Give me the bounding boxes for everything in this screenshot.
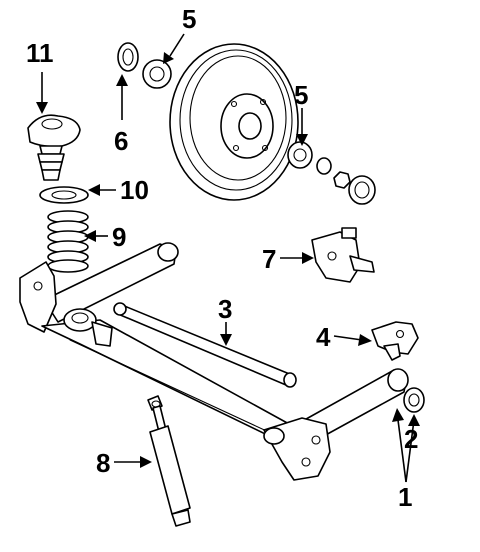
spindle-nut [333,171,351,189]
brake-drum [169,43,299,201]
callout-3: 3 [218,294,232,324]
part-8-shock-absorber [147,395,191,527]
callout-10: 10 [120,175,149,205]
callout-5-lower: 5 [294,80,308,110]
dust-cap [348,175,376,205]
part-5-outer-bearing [287,141,313,169]
part-7-spindle [311,227,375,283]
part-4-bracket [371,321,419,361]
callout-5-upper: 5 [182,4,196,34]
callout-2: 2 [404,424,418,454]
part-10-spring-seat [39,186,89,204]
callout-7: 7 [262,244,276,274]
part-2-bushing [403,387,425,413]
leader-lines [36,33,420,483]
part-5-inner-bearing [142,59,172,89]
washer [316,157,332,175]
part-3-track-bar [113,302,297,388]
part-6-grease-seal [117,42,139,72]
part-11-jounce-bumper [27,114,81,181]
rear-axle-assembly [19,242,409,481]
callout-4: 4 [316,322,331,352]
callout-8: 8 [96,448,110,478]
callout-1: 1 [398,482,412,512]
callout-11: 11 [26,38,54,68]
callout-9: 9 [112,222,126,252]
callout-6: 6 [114,126,128,156]
callout-labels: 11 10 9 6 5 5 7 4 3 2 1 8 [26,4,418,512]
part-9-coil-spring [47,210,89,273]
